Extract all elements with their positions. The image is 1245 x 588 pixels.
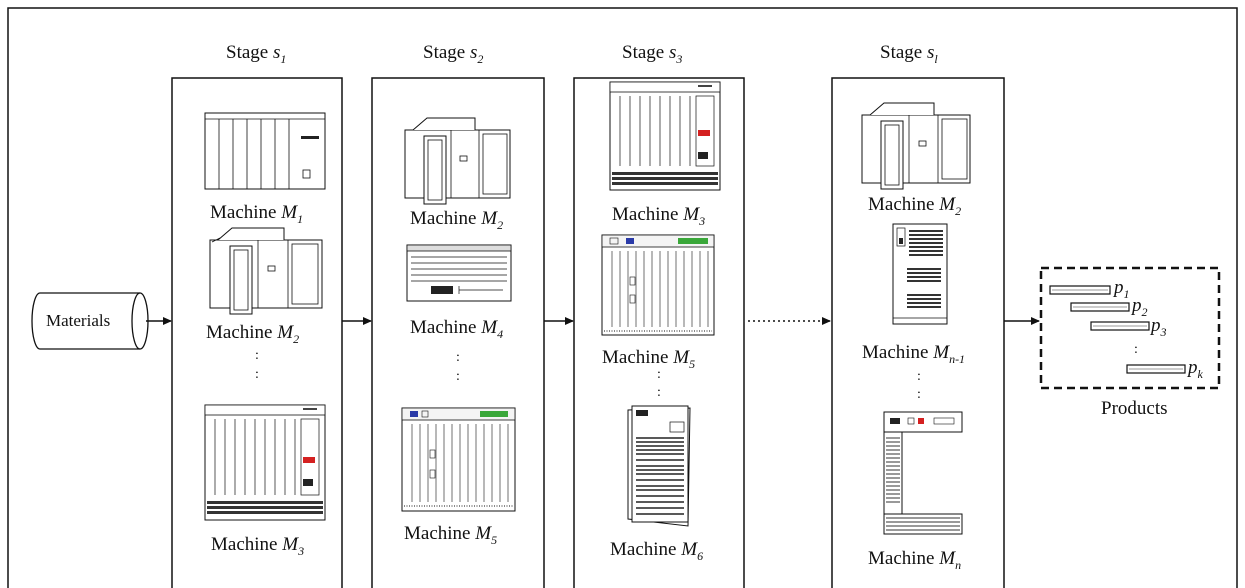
stage-title-2: Stage s2 [423, 42, 484, 66]
stage-title-l: Stage sl [880, 42, 938, 66]
stage2-machine-label-2: Machine M4 [410, 317, 504, 341]
products-label: Products [1101, 398, 1168, 419]
materials-label: Materials [46, 311, 111, 330]
machine-m5-icon-s2 [401, 407, 516, 512]
materials-cylinder [31, 292, 149, 350]
stage2-machine-label-1: Machine M2 [410, 208, 504, 232]
stage1-machine-label-3: Machine M3 [211, 534, 305, 558]
machine-m6-icon [627, 405, 691, 527]
stagel-ellipsis-2: : [917, 387, 921, 402]
machine-m2-icon-s1 [209, 227, 323, 315]
machine-m3-icon-s1 [204, 404, 326, 521]
stage2-ellipsis: : [456, 350, 460, 365]
machine-m2-icon-s2 [404, 117, 511, 205]
stage-box-3 [573, 77, 745, 588]
stage1-ellipsis: : [255, 348, 259, 363]
machine-mn-icon [883, 411, 963, 535]
stage1-ellipsis-2: : [255, 367, 259, 382]
product-label-1: p1 [1114, 277, 1130, 301]
stagel-machine-label-1: Machine M2 [868, 194, 962, 218]
product-label-3: p3 [1151, 315, 1167, 339]
machine-mn-1-icon [892, 223, 948, 325]
stage-box-2 [371, 77, 545, 588]
stage3-machine-label-3: Machine M6 [610, 539, 704, 563]
stage3-machine-label-1: Machine M3 [612, 204, 706, 228]
stage3-machine-label-2: Machine M5 [602, 347, 696, 371]
stage2-machine-label-3: Machine M5 [404, 523, 498, 547]
stage3-ellipsis: : [657, 367, 661, 382]
stage3-ellipsis-2: : [657, 385, 661, 400]
stage-title-1: Stage s1 [226, 42, 287, 66]
outer-frame [7, 7, 1238, 588]
product-label-k: pk [1188, 357, 1203, 381]
products-ellipsis: : [1134, 342, 1138, 357]
stage2-ellipsis-2: : [456, 369, 460, 384]
stage1-machine-label-1: Machine M1 [210, 202, 304, 226]
product-label-2: p2 [1132, 295, 1148, 319]
machine-m5-icon-s3 [601, 234, 715, 336]
machine-m2-icon-sl [861, 102, 971, 190]
stage-box-1 [171, 77, 343, 588]
stage-title-3: Stage s3 [622, 42, 683, 66]
stagel-machine-label-2: Machine Mn-1 [862, 342, 966, 366]
machine-m1-icon [204, 112, 326, 190]
product-bars [1049, 285, 1186, 374]
products-box [1039, 266, 1221, 390]
stage1-machine-label-2: Machine M2 [206, 322, 300, 346]
stage-box-l [831, 77, 1005, 588]
machine-m4-icon [406, 244, 512, 302]
stagel-machine-label-3: Machine Mn [868, 548, 962, 572]
stagel-ellipsis: : [917, 369, 921, 384]
machine-m3-icon-s3 [609, 81, 721, 191]
